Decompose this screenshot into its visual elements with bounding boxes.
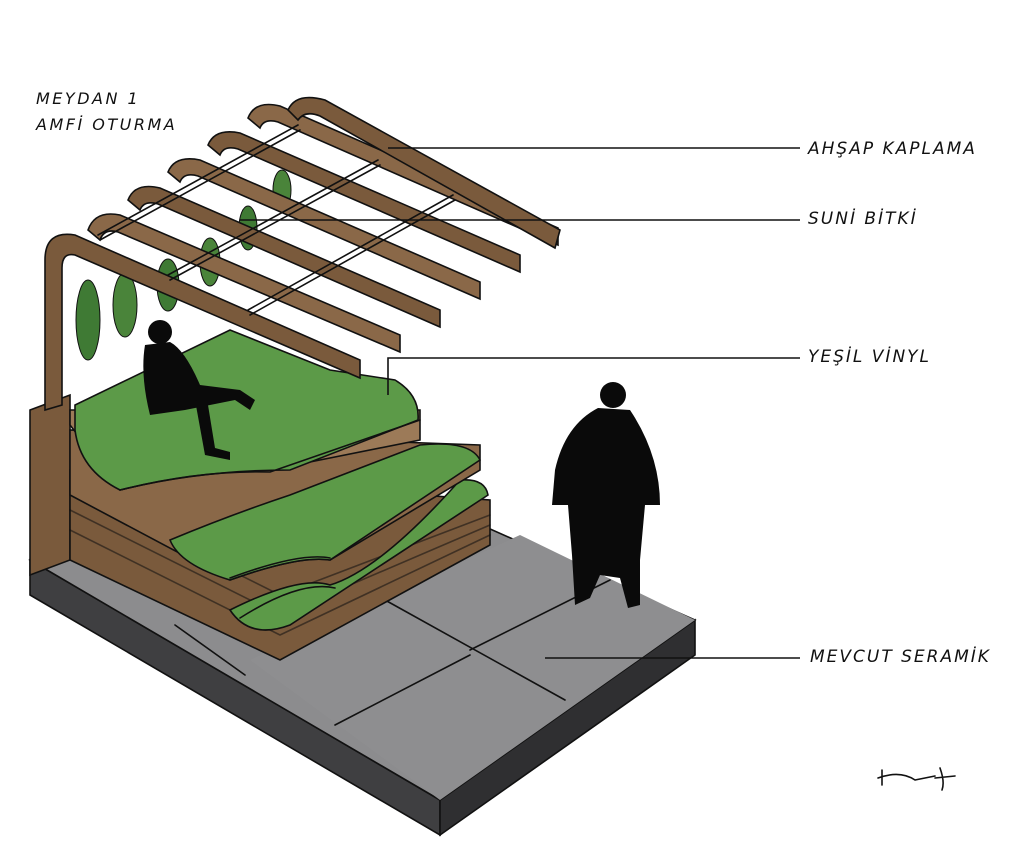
- annotation-seramik: MEVCUT SERAMİK: [545, 646, 991, 667]
- pergola: [44, 96, 561, 412]
- title-line-2: AMFİ OTURMA: [35, 115, 177, 134]
- pergola-batten-3: [249, 199, 456, 316]
- annotation-vinyl: YEŞİL VİNYL: [387, 346, 931, 395]
- label-ahsap-kaplama: AHŞAP KAPLAMA: [807, 139, 977, 159]
- drawing-title: MEYDAN 1 AMFİ OTURMA: [35, 89, 177, 134]
- pergola-arch-1: [44, 233, 361, 412]
- tile-joint-1: [384, 599, 566, 701]
- left-pier: [29, 393, 71, 577]
- leader-vinyl: [387, 357, 800, 395]
- pergola-batten-2: [169, 164, 381, 281]
- tile-joint-4: [174, 624, 246, 676]
- annotation-ahsap: AHŞAP KAPLAMA: [388, 139, 977, 159]
- tier-2-vinyl-top: [168, 443, 482, 581]
- label-yesil-vinyl: YEŞİL VİNYL: [808, 346, 931, 367]
- seated-person: [143, 320, 255, 460]
- standing-person: [552, 382, 660, 608]
- label-mevcut-seramik: MEVCUT SERAMİK: [810, 646, 991, 667]
- pergola-arch-2: [87, 213, 401, 354]
- pergola-arch-6: [247, 103, 559, 247]
- tile-joint-3: [334, 654, 471, 726]
- seating-structure: [29, 329, 491, 661]
- plant-cluster-1: [75, 279, 101, 361]
- title-line-1: MEYDAN 1: [36, 89, 140, 108]
- pergola-batten-1: [99, 129, 301, 241]
- pergola-batten-3-outline: [247, 194, 454, 311]
- pergola-arch-7: [287, 96, 561, 250]
- pergola-arch-5: [207, 131, 521, 274]
- pergola-batten-2-outline: [167, 159, 379, 276]
- plant-cluster-2: [112, 272, 138, 338]
- pergola-batten-1-outline: [97, 124, 299, 236]
- tier-1-vinyl-top: [228, 478, 489, 631]
- signature: [877, 767, 956, 791]
- label-suni-bitki: SUNİ BİTKİ: [808, 208, 918, 229]
- annotation-suni: SUNİ BİTKİ: [240, 208, 918, 229]
- pergola-arch-3: [127, 185, 441, 329]
- pergola-arch-4: [167, 158, 481, 301]
- tile-surface: [250, 535, 695, 800]
